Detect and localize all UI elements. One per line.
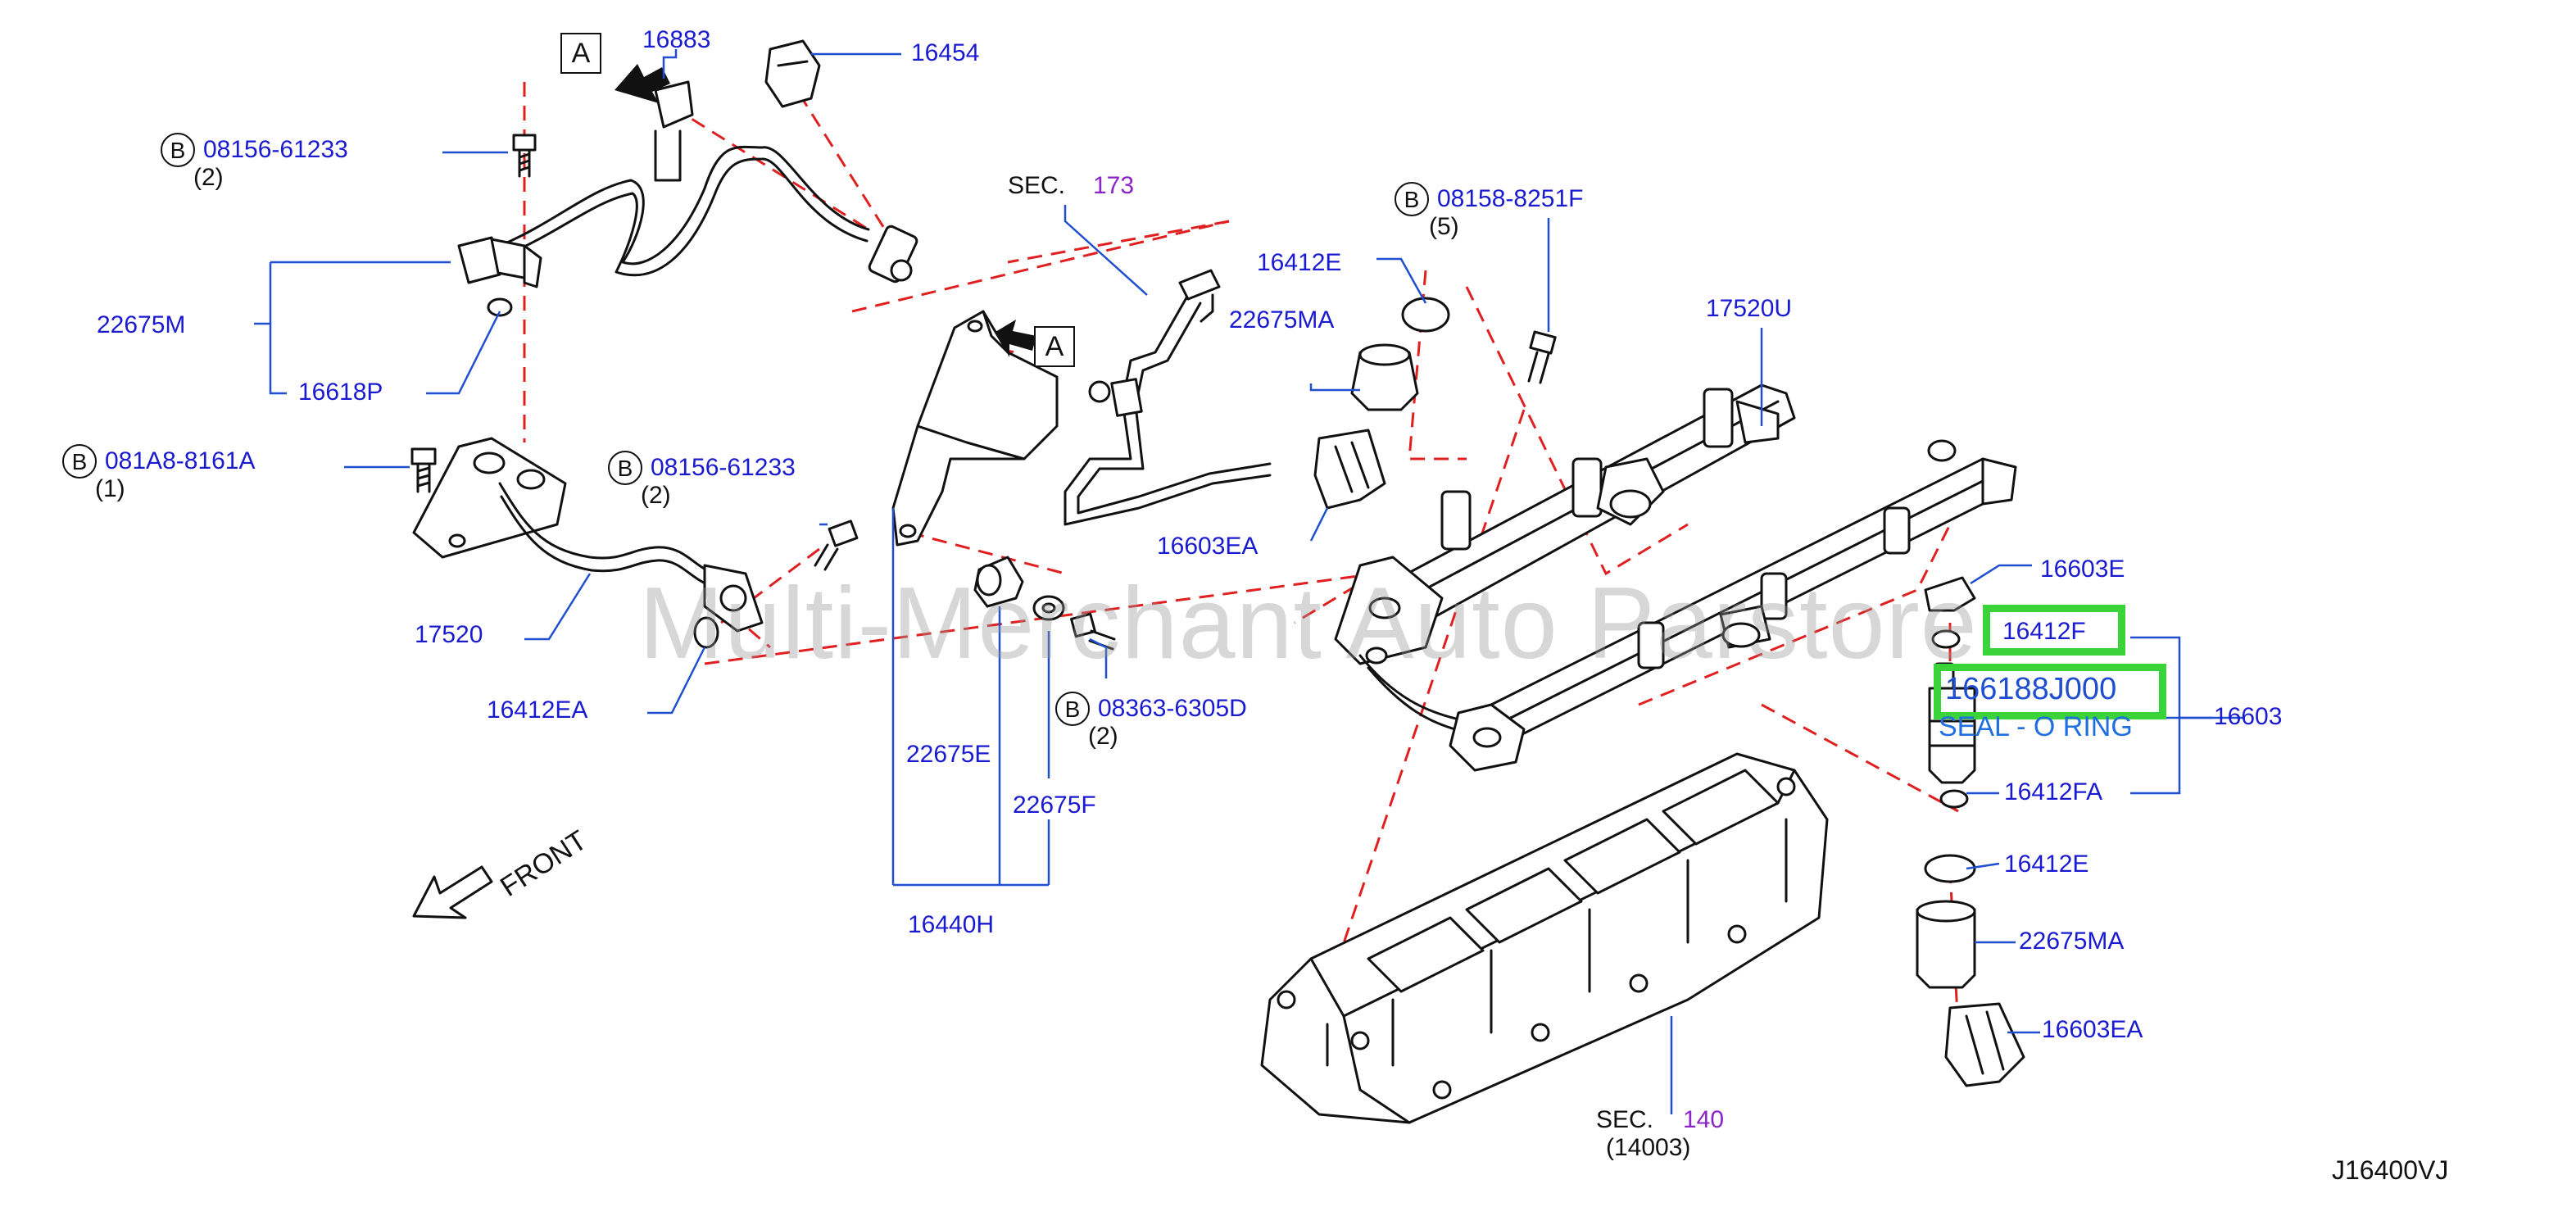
part-16412E-bottom-label[interactable]: 16412E [2004,851,2089,878]
bolt-08158-8251F [1527,330,1557,384]
part-08363-6305D-label[interactable]: 08363-6305D [1098,695,1247,722]
part-08156-61233-top-qty: (2) [193,164,224,191]
view-marker-a-top: A [560,33,601,74]
part-08156-61233-top-label[interactable]: 08156-61233 [203,136,348,163]
part-16440H-label[interactable]: 16440H [908,911,995,938]
bolt-08156-61233-mid [814,520,859,571]
part-22675M-label[interactable]: 22675M [97,311,186,338]
part-16412FA-label[interactable]: 16412FA [2004,778,2103,805]
fuel-hose-sec173 [1064,269,1272,526]
part-08158-8251F-label[interactable]: 08158-8251F [1437,185,1584,212]
part-16603EA-bottom-label[interactable]: 16603EA [2042,1016,2143,1043]
part-16412F-label[interactable]: 16412F [2002,618,2086,645]
part-16883-label[interactable]: 16883 [642,26,711,53]
part-081A8-8161A-label[interactable]: 081A8-8161A [105,447,256,474]
injector-exploded-stack [1916,576,2025,1087]
bolt-marker-b: B [608,451,642,485]
highlighted-part-number[interactable]: 166188J000 [1945,672,2117,706]
part-16603-label[interactable]: 16603 [2214,703,2283,730]
sec-173-prefix: SEC. [1008,172,1066,199]
fuel-rail-lower [1449,439,2017,772]
front-arrow [412,865,493,919]
part-16603EA-top-label[interactable]: 16603EA [1157,533,1259,560]
intake-manifold-sec140 [1260,752,1829,1124]
sec-140-number[interactable]: 140 [1683,1106,1725,1133]
collar-22675F [1032,595,1065,621]
diagram-code: J16400VJ [2332,1155,2449,1185]
part-081A8-8161A-qty: (1) [95,475,125,502]
part-17520U-label[interactable]: 17520U [1706,295,1793,322]
bolt-marker-b: B [1395,182,1429,216]
fuel-pipe-upper [457,39,918,317]
part-08363-6305D-qty: (2) [1088,723,1118,750]
watermark: Multi-Merchant Auto Parstore [639,567,1978,680]
bolt-08156-61233-top [512,134,537,178]
part-22675E-label[interactable]: 22675E [906,741,991,768]
part-17520-label[interactable]: 17520 [415,621,483,648]
part-16412E-top-label[interactable]: 16412E [1257,249,1342,276]
highlight-box-166188J000 [1934,664,2166,719]
bolt-marker-b: B [161,133,195,167]
part-16454-label[interactable]: 16454 [911,39,980,66]
injector-top-parts [1313,297,1450,510]
fuel-pipe-17520 [412,437,764,649]
highlight-box-16412F [1983,605,2125,656]
sec-140-subnumber: (14003) [1606,1134,1691,1161]
part-08156-61233-mid-qty: (2) [641,482,671,509]
part-22675F-label[interactable]: 22675F [1013,792,1096,819]
sec-140-prefix: SEC. [1596,1106,1654,1133]
bolt-081A8-8161A [410,447,437,493]
part-16412EA-label[interactable]: 16412EA [487,696,588,724]
part-22675MA-top-label[interactable]: 22675MA [1229,306,1335,333]
sec-173-number[interactable]: 173 [1093,172,1135,199]
grommet-22675E [973,556,1024,608]
part-08158-8251F-qty: (5) [1429,213,1459,240]
part-16603E-label[interactable]: 16603E [2040,556,2125,583]
part-16618P-label[interactable]: 16618P [298,379,383,406]
view-marker-a-mid: A [1034,326,1075,367]
part-22675MA-bottom-label[interactable]: 22675MA [2019,928,2125,955]
bolt-marker-b: B [1055,692,1090,726]
part-08156-61233-mid-label[interactable]: 08156-61233 [651,454,796,481]
view-arrows [615,64,1036,357]
bolt-marker-b: B [62,444,97,479]
highlighted-part-description: SEAL - O RING [1939,711,2133,742]
